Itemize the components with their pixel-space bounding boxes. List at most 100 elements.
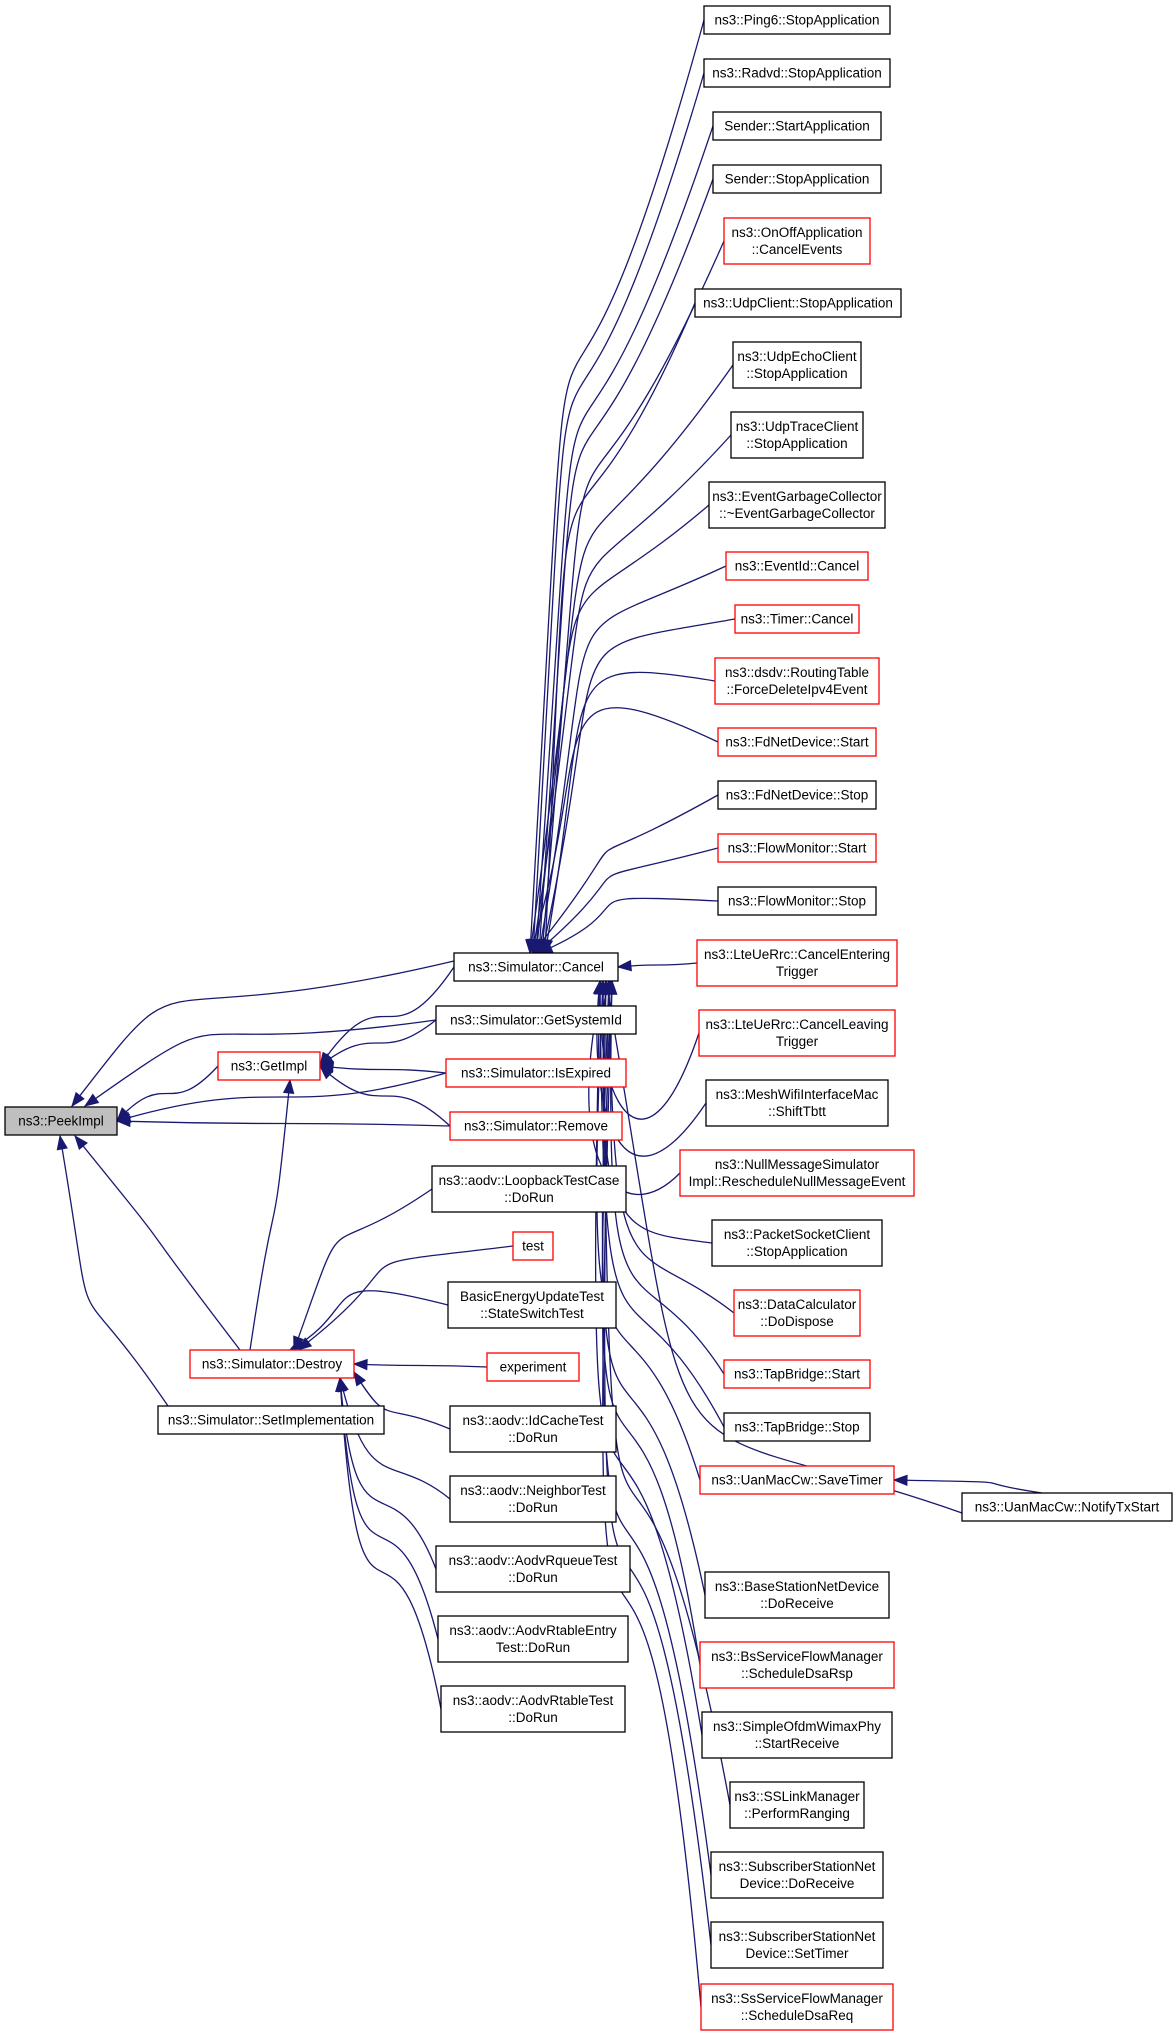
- node-box: [701, 1711, 893, 1759]
- edge-line: [319, 1065, 451, 1127]
- node-label: ns3::FdNetDevice::Start: [725, 735, 869, 750]
- node-nullmsg[interactable]: ns3::NullMessageSimulatorImpl::Reschedul…: [679, 1149, 915, 1197]
- edge-line: [116, 1072, 447, 1122]
- node-fdnetstart[interactable]: ns3::FdNetDevice::Start: [717, 727, 877, 757]
- node-box: [710, 1851, 884, 1899]
- node-getimpl[interactable]: ns3::GetImpl: [217, 1051, 321, 1081]
- node-box: [449, 1111, 623, 1141]
- node-egcdtor[interactable]: ns3::EventGarbageCollector::~EventGarbag…: [708, 481, 886, 529]
- node-neighborrun[interactable]: ns3::aodv::NeighborTest::DoRun: [449, 1475, 617, 1523]
- node-label: ::DoRun: [508, 1430, 558, 1445]
- call-edge-remove-to-peekimpl: [115, 1115, 451, 1128]
- node-packetsockstop[interactable]: ns3::PacketSocketClient::StopApplication: [711, 1219, 883, 1267]
- node-box: [447, 1281, 617, 1329]
- edge-line: [71, 960, 455, 1107]
- call-edge-uannotify-to-uansavetimer: [892, 1474, 1043, 1494]
- call-edge-idcacherun-to-destroy: [353, 1370, 451, 1430]
- node-box: [705, 1079, 889, 1127]
- node-flowmonstart[interactable]: ns3::FlowMonitor::Start: [717, 833, 877, 863]
- node-label: ::StopApplication: [746, 366, 847, 381]
- node-label: ::DoRun: [504, 1190, 554, 1205]
- node-ping6stop[interactable]: ns3::Ping6::StopApplication: [703, 5, 891, 35]
- arrowhead: [71, 1091, 85, 1108]
- arrowhead: [335, 1376, 347, 1392]
- node-sssettimer[interactable]: ns3::SubscriberStationNetDevice::SetTime…: [710, 1921, 884, 1969]
- edge-line: [59, 1135, 169, 1407]
- node-rqueuerun[interactable]: ns3::aodv::AodvRqueueTest::DoRun: [435, 1545, 631, 1593]
- node-ssreceive[interactable]: ns3::SubscriberStationNetDevice::DoRecei…: [710, 1851, 884, 1899]
- node-timercancel[interactable]: ns3::Timer::Cancel: [734, 604, 860, 634]
- node-label: ns3::LteUeRrc::CancelLeaving: [705, 1017, 888, 1032]
- node-sslinkranging[interactable]: ns3::SSLinkManager::PerformRanging: [729, 1781, 865, 1829]
- call-edge-basicenergy-to-destroy: [288, 1290, 449, 1351]
- node-peekimpl[interactable]: ns3::PeekImpl: [4, 1106, 118, 1136]
- call-edge-eventidcancel-to-cancel: [535, 565, 727, 955]
- node-box: [711, 1219, 883, 1267]
- call-edge-rtablerun-to-destroy: [335, 1376, 442, 1710]
- node-label: ns3::EventId::Cancel: [735, 559, 860, 574]
- call-edge-destroy-to-peekimpl: [74, 1134, 241, 1351]
- node-meshshift[interactable]: ns3::MeshWifiInterfaceMac::ShiftTbtt: [705, 1079, 889, 1127]
- node-bsdsarsp[interactable]: ns3::BsServiceFlowManager::ScheduleDsaRs…: [699, 1641, 895, 1689]
- node-fdnetstop[interactable]: ns3::FdNetDevice::Stop: [717, 780, 877, 810]
- node-label: ns3::UanMacCw::SaveTimer: [711, 1473, 883, 1488]
- node-box: [717, 886, 877, 916]
- node-eventidcancel[interactable]: ns3::EventId::Cancel: [725, 551, 869, 581]
- node-cancel[interactable]: ns3::Simulator::Cancel: [453, 952, 619, 982]
- arrowhead: [56, 1134, 68, 1151]
- node-ssdsareq[interactable]: ns3::SsServiceFlowManager::ScheduleDsaRe…: [700, 1983, 894, 2031]
- node-label: ns3::SimpleOfdmWimaxPhy: [713, 1719, 881, 1734]
- node-udpechostop[interactable]: ns3::UdpEchoClient::StopApplication: [732, 341, 862, 389]
- node-getsystemid[interactable]: ns3::Simulator::GetSystemId: [435, 1005, 637, 1035]
- node-udptracestop[interactable]: ns3::UdpTraceClient::StopApplication: [730, 411, 864, 459]
- node-label: ns3::UdpClient::StopApplication: [703, 296, 893, 311]
- node-dsdvforce[interactable]: ns3::dsdv::RoutingTable::ForceDeleteIpv4…: [714, 657, 880, 705]
- node-label: ::PerformRanging: [744, 1806, 850, 1821]
- node-loopbackrun[interactable]: ns3::aodv::LoopbackTestCase::DoRun: [431, 1165, 627, 1213]
- node-uannotify[interactable]: ns3::UanMacCw::NotifyTxStart: [961, 1492, 1173, 1522]
- node-test[interactable]: test: [512, 1231, 554, 1261]
- node-experiment[interactable]: experiment: [486, 1352, 580, 1382]
- node-tapstop[interactable]: ns3::TapBridge::Stop: [723, 1412, 871, 1442]
- node-datacalcdispose[interactable]: ns3::DataCalculator::DoDispose: [733, 1289, 861, 1337]
- node-udpclientstop[interactable]: ns3::UdpClient::StopApplication: [694, 288, 902, 318]
- node-remove[interactable]: ns3::Simulator::Remove: [449, 1111, 623, 1141]
- node-box: [189, 1349, 355, 1379]
- node-destroy[interactable]: ns3::Simulator::Destroy: [189, 1349, 355, 1379]
- node-flowmonstop[interactable]: ns3::FlowMonitor::Stop: [717, 886, 877, 916]
- node-radvdstop[interactable]: ns3::Radvd::StopApplication: [703, 58, 891, 88]
- edge-line: [535, 847, 719, 954]
- node-basicenergy[interactable]: BasicEnergyUpdateTest::StateSwitchTest: [447, 1281, 617, 1329]
- node-label: ns3::UdpTraceClient: [736, 419, 859, 434]
- node-bsreceive[interactable]: ns3::BaseStationNetDevice::DoReceive: [704, 1571, 890, 1619]
- node-label: ns3::BsServiceFlowManager: [711, 1649, 883, 1664]
- node-senderstop[interactable]: Sender::StopApplication: [712, 164, 882, 194]
- node-box: [729, 1781, 865, 1829]
- call-edge-udpclientstop-to-cancel: [539, 302, 696, 955]
- node-label: ns3::SubscriberStationNet: [719, 1859, 876, 1874]
- node-senderstart[interactable]: Sender::StartApplication: [712, 111, 882, 141]
- arrowhead: [352, 1358, 368, 1371]
- node-tapstart[interactable]: ns3::TapBridge::Start: [723, 1359, 871, 1389]
- node-label: ns3::EventGarbageCollector: [712, 489, 882, 504]
- node-rtablerun[interactable]: ns3::aodv::AodvRtableTest::DoRun: [440, 1685, 626, 1733]
- node-label: Device::SetTimer: [745, 1946, 849, 1961]
- arrowhead: [616, 959, 632, 972]
- node-isexpired[interactable]: ns3::Simulator::IsExpired: [445, 1058, 627, 1088]
- node-label: ns3::aodv::IdCacheTest: [462, 1413, 603, 1428]
- node-box: [698, 1009, 896, 1057]
- node-setimpl[interactable]: ns3::Simulator::SetImplementation: [157, 1405, 385, 1435]
- node-box: [217, 1051, 321, 1081]
- edge-line: [601, 980, 700, 1120]
- node-box: [435, 1005, 637, 1035]
- node-label: ns3::GetImpl: [231, 1059, 308, 1074]
- node-idcacherun[interactable]: ns3::aodv::IdCacheTest::DoRun: [449, 1405, 617, 1453]
- call-edge-lteentering-to-cancel: [616, 959, 698, 972]
- node-ofdmreceive[interactable]: ns3::SimpleOfdmWimaxPhy::StartReceive: [701, 1711, 893, 1759]
- node-onoffcancel[interactable]: ns3::OnOffApplication::CancelEvents: [723, 217, 871, 265]
- node-uansavetimer[interactable]: ns3::UanMacCw::SaveTimer: [699, 1465, 895, 1495]
- node-label: ns3::PeekImpl: [18, 1114, 104, 1129]
